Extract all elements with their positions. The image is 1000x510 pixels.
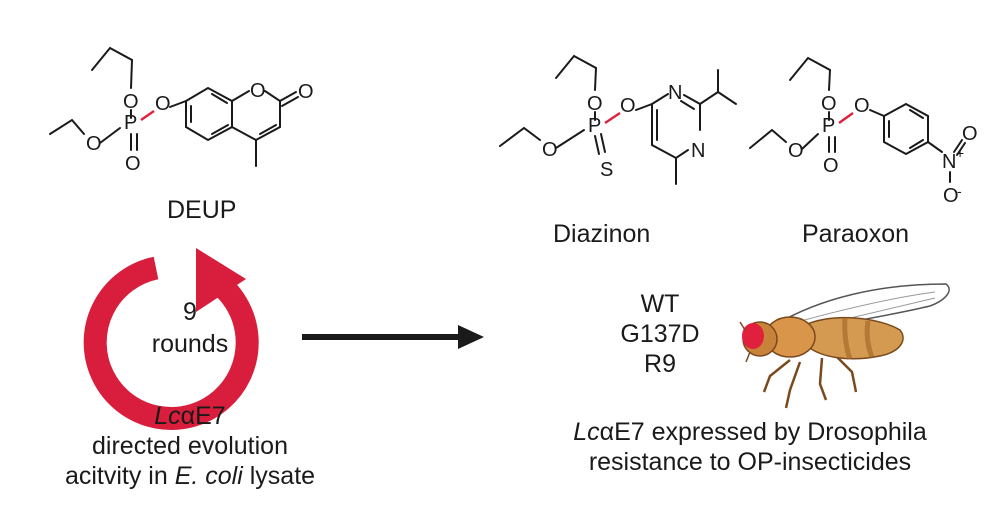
right-caption-line2: resistance to OP-insecticides <box>588 448 912 476</box>
paraoxon-atom-o6: O <box>943 185 959 207</box>
paraoxon-atom-o1: O <box>821 93 837 115</box>
deup-label: DEUP <box>167 196 237 224</box>
left-caption-species: Lc <box>154 402 181 430</box>
cycle-arrow-icon <box>83 248 259 430</box>
paraoxon-atom-o3: O <box>823 155 839 177</box>
deup-atom-o3: O <box>125 153 141 175</box>
left-caption-line3: acitvity in E. coli lysate <box>30 462 350 492</box>
right-caption-rest: αE7 expressed by Drosophila <box>599 418 927 446</box>
paraoxon-structure: O P O O O N + O O - <box>749 56 978 207</box>
right-caption-species: Lc <box>573 418 600 446</box>
deup-atom-o2: O <box>86 133 102 155</box>
paraoxon-atom-o4: O <box>854 95 870 117</box>
diazinon-atom-p: P <box>588 115 601 137</box>
variant-g137d: G137D <box>620 320 700 348</box>
cycle-label: rounds <box>151 330 229 358</box>
deup-atom-o1: O <box>123 91 139 113</box>
paraoxon-label: Paraoxon <box>802 220 910 248</box>
paraoxon-oxygen-minus: - <box>957 183 962 199</box>
diazinon-atom-o3: O <box>620 95 636 117</box>
diazinon-atom-s: S <box>600 159 613 181</box>
diazinon-atom-o2: O <box>542 139 558 161</box>
right-caption-line1: LcαE7 expressed by Drosophila <box>540 418 960 448</box>
cycle-count: 9 <box>183 298 197 326</box>
diazinon-atom-n2: N <box>691 140 705 162</box>
deup-atom-o6: O <box>298 81 314 103</box>
deup-atom-o4: O <box>155 93 171 115</box>
left-caption-line1: LcαE7 <box>40 402 340 432</box>
fruit-fly-icon <box>739 283 950 409</box>
diazinon-label: Diazinon <box>553 220 651 248</box>
arrow-right-icon <box>302 325 484 349</box>
paraoxon-atom-o2: O <box>788 140 804 162</box>
left-caption-organism: E. coli <box>174 462 243 490</box>
left-caption-line3-post: lysate <box>242 462 316 490</box>
diazinon-structure: O P O S O N N <box>499 54 737 185</box>
paraoxon-atom-p: P <box>822 115 835 137</box>
paraoxon-atom-o5: O <box>962 123 978 145</box>
left-caption-enzyme: αE7 <box>180 402 226 430</box>
paraoxon-nitro-plus: + <box>956 145 964 161</box>
variant-wt: WT <box>640 290 680 318</box>
left-caption-line2: directed evolution <box>92 432 288 460</box>
variant-r9: R9 <box>644 350 676 378</box>
diazinon-atom-n1: N <box>668 82 682 104</box>
paraoxon-atom-n: N <box>942 151 956 173</box>
deup-structure: O P O O O O O <box>49 46 314 175</box>
deup-atom-p: P <box>124 112 137 134</box>
diazinon-atom-o1: O <box>587 93 603 115</box>
deup-atom-o5: O <box>250 80 266 102</box>
left-caption-line3-pre: acitvity in <box>64 462 175 490</box>
